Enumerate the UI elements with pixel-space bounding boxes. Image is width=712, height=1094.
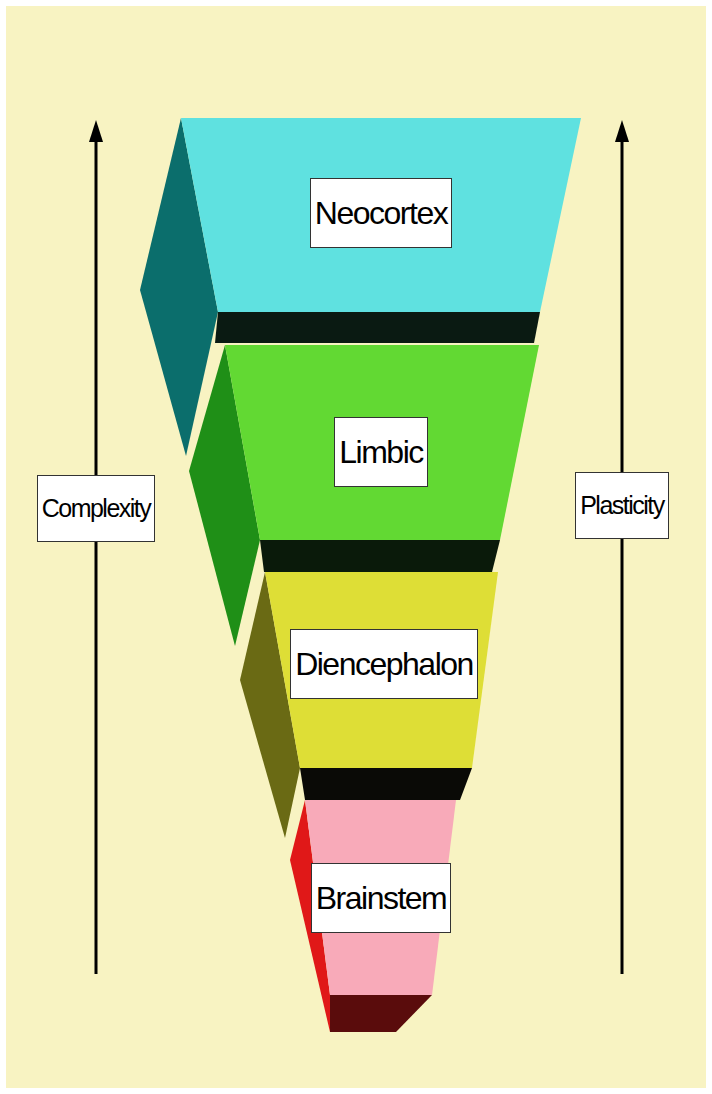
axis-label: Plasticity	[575, 472, 669, 539]
region-label: Diencephalon	[290, 629, 478, 699]
background-panel: NeocortexLimbicDiencephalonBrainstem Comp…	[6, 6, 706, 1088]
axis-label: Complexity	[37, 475, 156, 542]
region-label: Limbic	[334, 417, 427, 487]
diencephalon-band: Diencephalon	[265, 572, 498, 769]
region-label: Brainstem	[311, 863, 452, 933]
region-label: Neocortex	[310, 178, 452, 248]
neocortex-band: Neocortex	[181, 118, 581, 313]
brainstem-band: Brainstem	[305, 800, 456, 996]
limbic-band: Limbic	[225, 345, 539, 541]
